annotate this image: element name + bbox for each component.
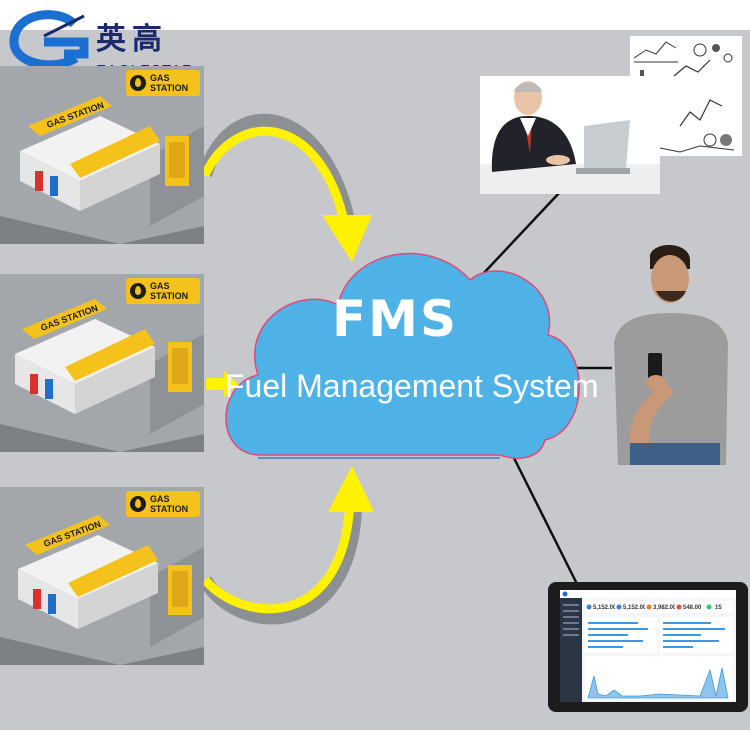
stat-icon — [647, 605, 652, 610]
mobile-user — [610, 243, 738, 465]
line-to-tablet — [510, 450, 580, 590]
fuel-drop-icon — [130, 283, 146, 299]
stat-icon — [677, 605, 682, 610]
fuel-drop-icon — [130, 75, 146, 91]
line-to-manager — [482, 192, 560, 275]
stat-icon — [707, 605, 712, 610]
arrow-station3-to-cloud — [205, 466, 374, 617]
businessman-icon — [480, 76, 660, 194]
fms-cloud — [226, 254, 579, 459]
cloud-subtitle: Fuel Management System — [225, 368, 565, 405]
badge-line-2: STATION — [150, 291, 188, 301]
badge-line-1: GAS — [150, 281, 170, 291]
fuel-drop-icon — [130, 496, 146, 512]
manager-at-laptop — [480, 76, 660, 194]
stat-value: 5,152.00 — [593, 605, 617, 611]
stat-value: 15 — [715, 605, 722, 611]
stat-icon — [617, 605, 622, 610]
stat-value: 3,982.00 — [653, 605, 677, 611]
tablet-dashboard: 5,152.00 5,152.00 3,982.00 548.00 15 — [548, 582, 748, 712]
arrow-station1-to-cloud — [205, 121, 372, 262]
logo-emblem-icon — [4, 6, 94, 74]
stat-value: 548.00 — [683, 605, 702, 611]
cloud-title: FMS — [230, 290, 560, 348]
sidebar — [560, 598, 582, 702]
dashboard-ui: 5,152.00 5,152.00 3,982.00 548.00 15 — [560, 590, 736, 702]
stat-icon — [587, 605, 592, 610]
badge-line-2: STATION — [150, 504, 188, 514]
logo-chinese-text: 英高 — [96, 14, 168, 58]
badge-line-2: STATION — [150, 83, 188, 93]
badge-line-1: GAS — [150, 494, 170, 504]
badge-line-1: GAS — [150, 73, 170, 83]
stat-value: 5,152.00 — [623, 605, 647, 611]
app-logo-icon — [563, 592, 568, 597]
man-with-phone-icon — [610, 243, 738, 465]
dashboard-screen: 5,152.00 5,152.00 3,982.00 548.00 15 — [560, 590, 736, 702]
